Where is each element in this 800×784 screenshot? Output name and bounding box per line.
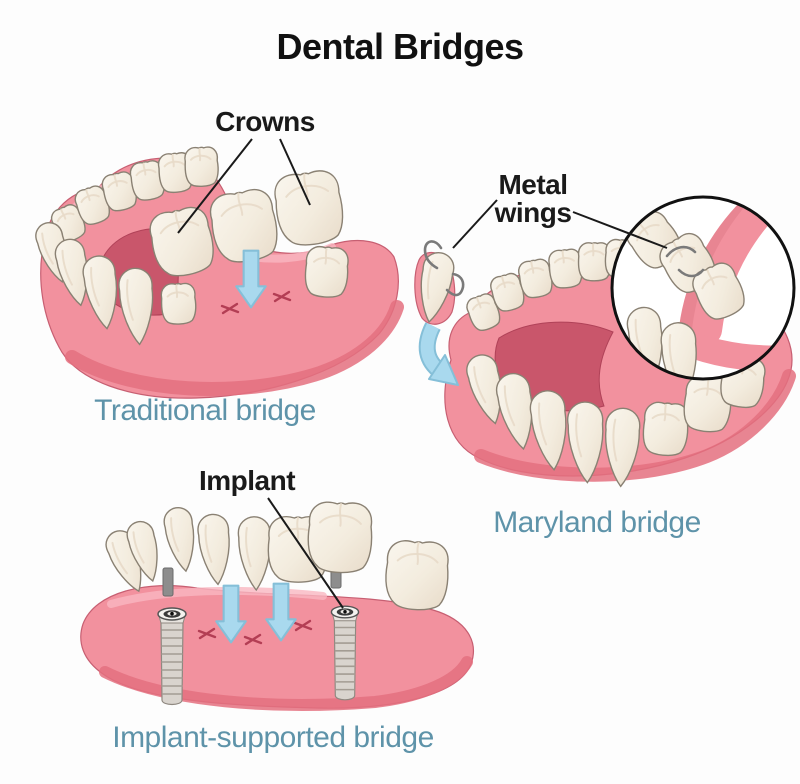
inset-metal-wing-wire <box>665 245 705 278</box>
metal-wings-label-line1: Metal <box>498 169 567 200</box>
crown-tooth <box>236 515 274 592</box>
implant-supported-bridge-illustration: Implant Implant-supported bridge <box>80 465 474 754</box>
tooth <box>183 145 220 188</box>
metal-wing-wire <box>445 272 465 297</box>
metal-wings-leader-line <box>452 199 498 249</box>
gum-shadow <box>99 656 473 711</box>
maryland-bridge-caption: Maryland bridge <box>493 506 701 539</box>
gum-highlight <box>107 586 327 608</box>
tooth <box>160 282 198 326</box>
implant-screw <box>330 605 360 701</box>
implant-screw <box>157 607 187 706</box>
floating-bridge <box>161 500 375 597</box>
tooth <box>302 244 351 300</box>
magnifier-inset <box>610 195 796 381</box>
metal-wings-label-line2: wings <box>494 197 572 228</box>
crown-tooth <box>270 166 348 251</box>
metal-wings-leader-line <box>572 211 668 249</box>
gum-shadow <box>474 369 796 482</box>
tooth <box>640 400 692 459</box>
implant-supported-bridge-caption: Implant-supported bridge <box>112 721 434 754</box>
crowns-leader-line <box>177 138 253 234</box>
crown-tooth <box>195 512 235 587</box>
bridge-post <box>162 567 174 597</box>
curved-arrow-icon <box>418 322 459 386</box>
gum-shadow <box>65 300 404 396</box>
traditional-bridge-illustration: Crowns Traditional bridge <box>31 106 404 427</box>
traditional-bridge-caption: Traditional bridge <box>94 394 316 427</box>
crowns-leader-line <box>279 138 311 206</box>
implant-leader-line <box>267 497 344 609</box>
crowns-label: Crowns <box>215 106 315 137</box>
inset-ring <box>610 195 796 381</box>
maryland-bridge-illustration: Metal wings Maryland bridge <box>412 169 796 539</box>
crown-tooth <box>161 504 201 575</box>
tooth <box>383 538 451 613</box>
maryland-pontic-tooth <box>412 240 465 326</box>
figure-title: Dental Bridges <box>276 26 524 67</box>
implant-label: Implant <box>199 465 295 496</box>
metal-wing-wire <box>423 240 443 270</box>
crown-tooth <box>305 500 375 575</box>
